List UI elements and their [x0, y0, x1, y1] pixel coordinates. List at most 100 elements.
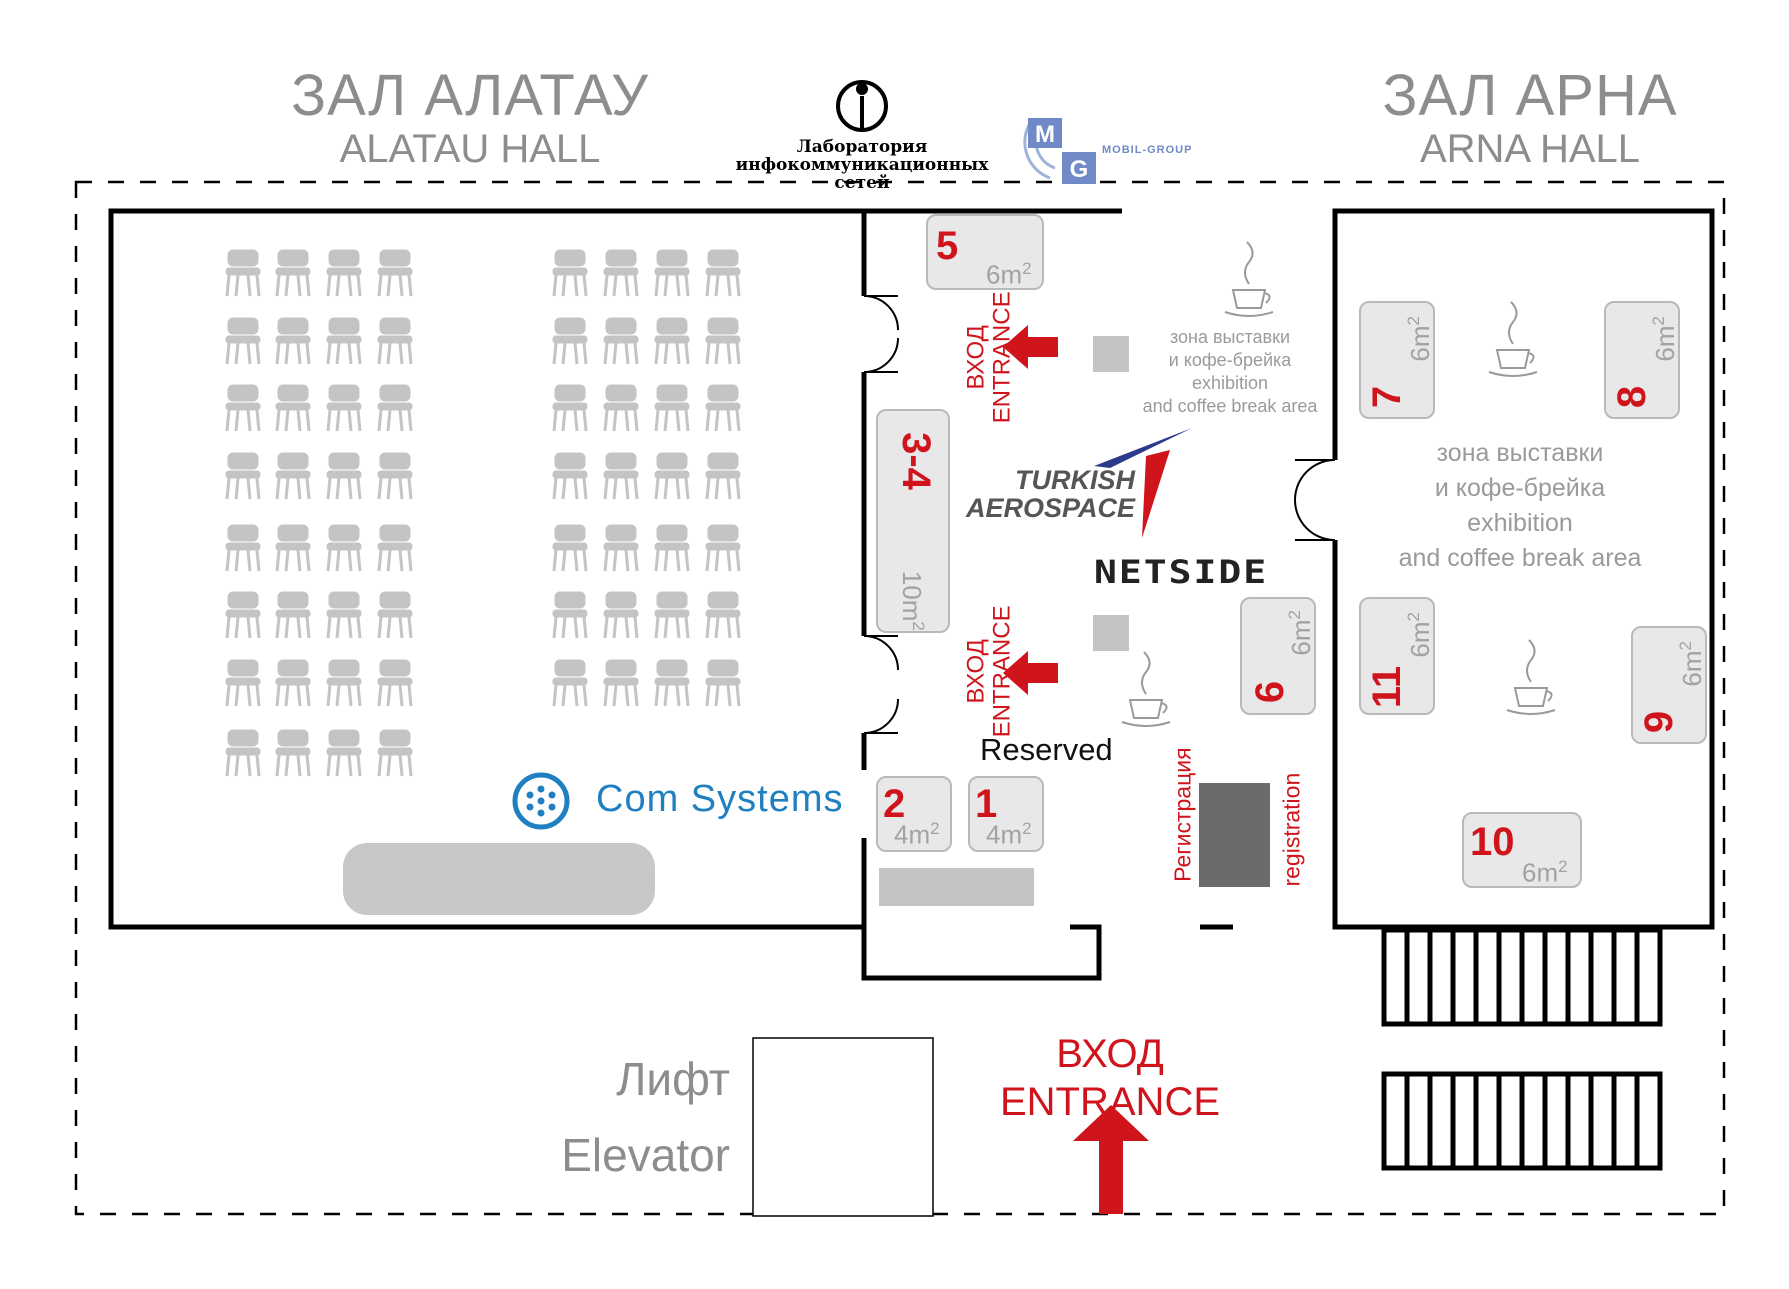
booth-area: 6m2: [1522, 857, 1568, 888]
booth-number: 11: [1365, 665, 1409, 709]
chair-icon: [705, 249, 741, 297]
chair-icon: [326, 317, 362, 365]
chair-icon: [552, 591, 588, 639]
chair-icon: [377, 659, 413, 707]
chair-icon: [326, 729, 362, 777]
coffee-cups: [1121, 241, 1556, 727]
exhibition-zone-label-arna: зона выставки и кофе-брейка exhibition a…: [1360, 436, 1680, 576]
main-entrance-label: ВХОД ENTRANCE: [985, 1030, 1235, 1126]
chair-icon: [326, 659, 362, 707]
coffee-cup-icon: [1121, 651, 1171, 727]
booth-8[interactable]: 8 6m2: [1604, 301, 1680, 419]
chair-icon: [225, 317, 261, 365]
chair-icon: [603, 524, 639, 572]
booth-area: 6m2: [1676, 641, 1707, 687]
entrance-label-ru: ВХОД: [962, 639, 990, 704]
arna-hall-title-en: ARNA HALL: [1419, 127, 1641, 171]
booth-6[interactable]: 6 6m2: [1240, 597, 1316, 715]
turkish-aerospace-line: AEROSPACE: [965, 493, 1135, 523]
booth-3-4[interactable]: 3-4 10m2: [876, 409, 950, 633]
booth-area: 6m2: [986, 259, 1032, 290]
turkish-aerospace-logo: TURKISH AEROSPACE: [955, 466, 1135, 522]
chair-icon: [326, 591, 362, 639]
arna-hall-walls: [1332, 208, 1715, 930]
entrance-arrow-2: [1003, 651, 1058, 695]
chair-icon: [552, 659, 588, 707]
booth-11[interactable]: 11 6m2: [1359, 597, 1435, 715]
chair-icon: [225, 524, 261, 572]
chair-icon: [275, 659, 311, 707]
booth-number: 6: [1248, 680, 1292, 704]
booth-number: 1: [975, 782, 998, 826]
netside-logo: NETSIDE: [1094, 553, 1269, 591]
booth-number: 5: [936, 224, 959, 268]
chair-icon: [377, 249, 413, 297]
chair-icon: [705, 317, 741, 365]
chair-icon: [377, 384, 413, 432]
chair-icon: [377, 452, 413, 500]
entrance-label-2: ВХОД ENTRANCE: [962, 596, 1017, 746]
chair-rows: [225, 249, 741, 777]
lab-logo-mark: [836, 80, 888, 132]
chair-icon: [275, 591, 311, 639]
alatau-hall-walls: [108, 208, 867, 930]
zone-line: and coffee break area: [1142, 396, 1318, 416]
com-systems-logo-mark: [512, 772, 570, 830]
booth-1[interactable]: 1 4m2: [968, 776, 1044, 852]
registration-desk: [1199, 783, 1270, 887]
chair-icon: [225, 249, 261, 297]
coffee-cup-icon: [1224, 241, 1274, 317]
turkish-aerospace-logo-mark: [1094, 428, 1192, 538]
elevator-label-en: Elevator: [561, 1129, 730, 1181]
booth-area: 4m2: [986, 819, 1032, 850]
chair-icon: [603, 591, 639, 639]
zone-line: зона выставки: [1436, 439, 1604, 467]
stage: [343, 843, 655, 915]
entrance-label-en: ENTRANCE: [989, 605, 1016, 738]
mobil-group-logo-mark: M G: [1023, 118, 1096, 184]
booth-10[interactable]: 10 6m2: [1462, 812, 1582, 888]
zone-line: exhibition: [1467, 509, 1573, 537]
booth-area: 6m2: [1285, 610, 1316, 656]
chair-icon: [225, 659, 261, 707]
chair-icon: [275, 452, 311, 500]
booth-5[interactable]: 5 6m2: [926, 214, 1044, 290]
booth-area: 4m2: [894, 819, 940, 850]
chair-icon: [377, 524, 413, 572]
chair-icon: [552, 452, 588, 500]
alatau-hall-title-en: ALATAU HALL: [339, 127, 601, 171]
chair-icon: [275, 249, 311, 297]
chair-icon: [377, 317, 413, 365]
zone-line: exhibition: [1191, 373, 1269, 393]
chair-icon: [654, 249, 690, 297]
chair-icon: [275, 384, 311, 432]
booth-number: 8: [1610, 385, 1654, 409]
booth-number: 3-4: [894, 432, 938, 490]
lab-logo-line: Лаборатория: [796, 137, 928, 157]
booth-2[interactable]: 2 4m2: [876, 776, 952, 852]
elevator: [752, 1037, 934, 1217]
chair-icon: [552, 384, 588, 432]
main-entrance-arrow: [1073, 1105, 1149, 1214]
chair-icon: [326, 524, 362, 572]
chair-icon: [705, 659, 741, 707]
chair-icon: [603, 452, 639, 500]
booth-number: 2: [883, 782, 906, 826]
chair-icon: [225, 591, 261, 639]
chair-icon: [326, 384, 362, 432]
chair-icon: [377, 591, 413, 639]
booth-7[interactable]: 7 6m2: [1359, 301, 1435, 419]
stairs: [1381, 927, 1663, 1171]
registration-label-en: registration: [1278, 772, 1305, 887]
chair-icon: [654, 317, 690, 365]
chair-icon: [225, 384, 261, 432]
coffee-cup-icon: [1506, 639, 1556, 715]
booth-number: 9: [1637, 710, 1681, 734]
booth-area: 10m2: [897, 570, 928, 631]
chair-icon: [552, 317, 588, 365]
booth-number: 10: [1470, 820, 1515, 864]
zone-line: and coffee break area: [1398, 544, 1642, 572]
entrance-label-ru: ВХОД: [962, 325, 990, 390]
booth-9[interactable]: 9 6m2: [1631, 626, 1707, 744]
zone-line: зона выставки: [1169, 327, 1291, 347]
